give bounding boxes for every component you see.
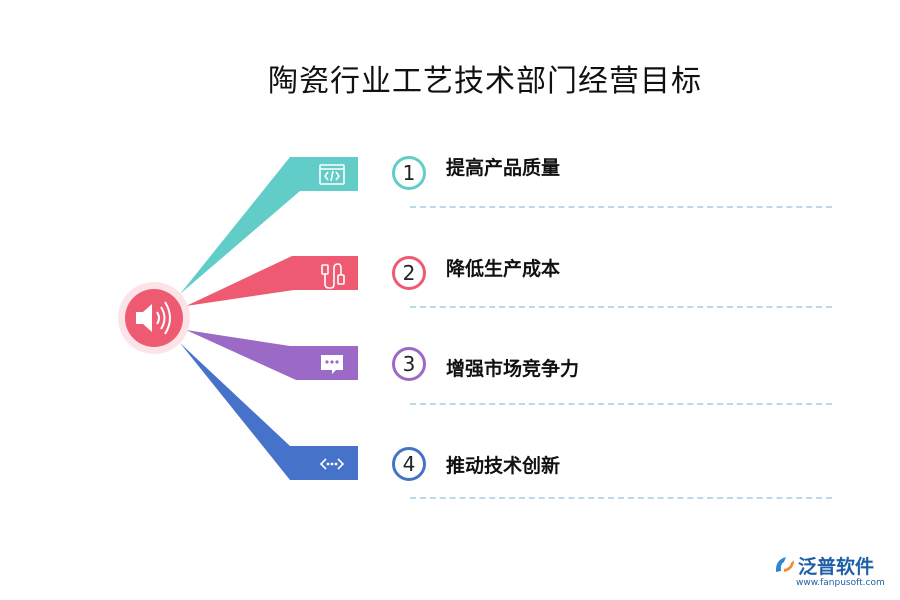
item-label-3: 增强市场竞争力 xyxy=(446,358,580,380)
item-divider-1 xyxy=(410,206,832,208)
chat-bubble-icon xyxy=(321,355,343,374)
item-number-3: 3 xyxy=(392,347,426,381)
page-title: 陶瓷行业工艺技术部门经营目标 xyxy=(268,64,702,99)
brand-logo-icon xyxy=(775,557,794,572)
speaker-icon xyxy=(118,282,190,354)
brand-url: www.fanpusoft.com xyxy=(796,578,885,588)
item-divider-4 xyxy=(410,497,832,499)
item-label-1: 提高产品质量 xyxy=(446,157,561,179)
item-divider-3 xyxy=(410,403,832,405)
arrows-dots-icon xyxy=(319,458,345,470)
brand-logo: 泛普软件 www.fanpusoft.com xyxy=(772,552,892,596)
item-label-4: 推动技术创新 xyxy=(446,455,561,477)
item-label-2: 降低生产成本 xyxy=(446,258,561,280)
ray-1 xyxy=(180,157,358,294)
item-number-4: 4 xyxy=(392,447,426,481)
item-number-2: 2 xyxy=(392,256,426,290)
item-number-1: 1 xyxy=(392,156,426,190)
item-divider-2 xyxy=(410,306,832,308)
ray-2 xyxy=(186,256,358,306)
code-window-icon xyxy=(319,164,345,185)
cable-plug-icon xyxy=(321,263,345,289)
ray-3 xyxy=(186,330,358,380)
brand-name: 泛普软件 xyxy=(798,556,875,578)
